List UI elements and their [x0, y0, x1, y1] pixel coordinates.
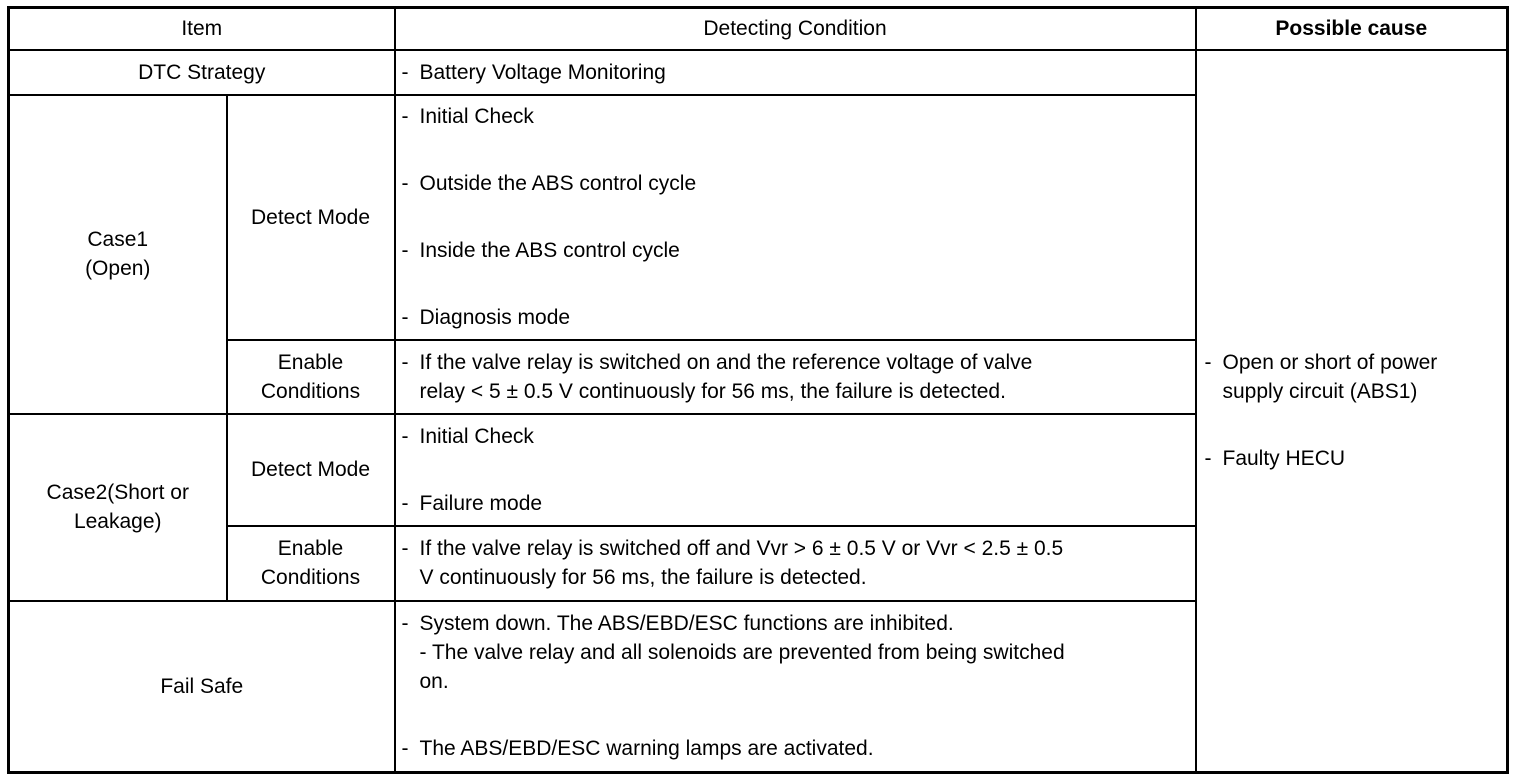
dtc-strategy-condition: -Battery Voltage Monitoring — [393, 48, 1197, 96]
bullet-dash: - — [401, 736, 409, 760]
case2-enable-conditions-text: -If the valve relay is switched off and … — [393, 524, 1197, 602]
case2-mode-item: Failure mode — [419, 491, 543, 515]
bullet-dash: - — [1204, 447, 1212, 471]
case1-label-line2: (Open) — [85, 257, 151, 280]
dtc-strategy-label: DTC Strategy — [7, 48, 396, 96]
bullet-dash: - — [401, 424, 409, 448]
case2-enable-line1: If the valve relay is switched off and V… — [419, 537, 1064, 560]
row-case1-detect-mode: Case1 (Open) Detect Mode -Initial Check … — [7, 93, 1508, 415]
fail-safe-line3: on. — [419, 669, 449, 693]
fail-safe-line4: The ABS/EBD/ESC warning lamps are activa… — [419, 736, 874, 760]
enable-label-line2: Conditions — [260, 566, 361, 589]
row-case2-enable-conditions: Enable Conditions -If the valve relay is… — [9, 524, 1508, 602]
dtc-spec-sheet: Item Detecting Condition Possible cause … — [7, 6, 1509, 774]
case1-mode-item: Diagnosis mode — [419, 306, 571, 329]
row-dtc-strategy: DTC Strategy -Battery Voltage Monitoring… — [7, 48, 1509, 774]
case2-label-line2: Leakage) — [73, 510, 162, 533]
case1-detect-mode-conditions: -Initial Check -Outside the ABS control … — [393, 93, 1197, 341]
case2-detect-mode-conditions: -Initial Check -Failure mode — [393, 412, 1197, 527]
case1-label-line1: Case1 — [87, 228, 149, 251]
row-fail-safe: Fail Safe -System down. The ABS/EBD/ESC … — [7, 599, 1508, 774]
fail-safe-line1: System down. The ABS/EBD/ESC functions a… — [419, 611, 954, 635]
cause-open-short-line2: supply circuit (ABS1) — [1222, 380, 1418, 404]
case1-mode-item: Outside the ABS control cycle — [419, 172, 697, 195]
case2-detect-mode-label: Detect Mode — [225, 412, 396, 527]
fail-safe-label: Fail Safe — [7, 599, 396, 774]
dtc-strategy-condition-text: Battery Voltage Monitoring — [419, 60, 666, 84]
cause-faulty-hecu: -Faulty HECU — [1205, 444, 1499, 473]
bullet-dash: - — [401, 537, 409, 560]
fail-safe-line2: - The valve relay and all solenoids are … — [419, 640, 1065, 664]
dtc-spec-table: Item Detecting Condition Possible cause … — [7, 6, 1509, 774]
cause-open-short: -Open or short of power — [1205, 348, 1499, 377]
header-detecting-condition: Detecting Condition — [393, 6, 1197, 51]
header-item: Item — [7, 6, 396, 51]
bullet-dash: - — [401, 60, 409, 84]
case2-enable-line2: V continuously for 56 ms, the failure is… — [419, 566, 867, 589]
possible-cause-cell: -Open or short of power supply circuit (… — [1194, 48, 1509, 774]
case1-mode-item: Inside the ABS control cycle — [419, 239, 680, 262]
fail-safe-conditions: -System down. The ABS/EBD/ESC functions … — [393, 599, 1197, 774]
bullet-dash: - — [401, 239, 409, 262]
bullet-dash: - — [401, 306, 409, 329]
case2-label: Case2(Short or Leakage) — [7, 412, 228, 602]
case1-label: Case1 (Open) — [7, 93, 228, 415]
case1-enable-line1: If the valve relay is switched on and th… — [419, 350, 1033, 374]
enable-label-line1: Enable — [277, 350, 344, 374]
case1-enable-conditions-text: -If the valve relay is switched on and t… — [393, 338, 1197, 415]
case2-label-line1: Case2(Short or — [46, 481, 189, 504]
header-row: Item Detecting Condition Possible cause — [7, 6, 1509, 51]
case1-detect-mode-label: Detect Mode — [225, 93, 396, 341]
case2-mode-item: Initial Check — [419, 424, 534, 448]
cause-faulty-hecu-text: Faulty HECU — [1222, 447, 1346, 471]
case1-enable-conditions-label: Enable Conditions — [225, 338, 396, 415]
case1-mode-item: Initial Check — [419, 105, 534, 128]
cause-open-short-line1: Open or short of power — [1222, 351, 1438, 375]
case2-enable-conditions-label: Enable Conditions — [225, 524, 396, 602]
bullet-dash: - — [401, 350, 409, 374]
bullet-dash: - — [401, 105, 409, 128]
bullet-dash: - — [401, 491, 409, 515]
enable-label-line2: Conditions — [260, 379, 361, 403]
bullet-dash: - — [1204, 351, 1212, 375]
case1-enable-line2: relay < 5 ± 0.5 V continuously for 56 ms… — [419, 379, 1006, 403]
header-possible-cause: Possible cause — [1194, 6, 1509, 51]
row-case2-detect-mode: Case2(Short or Leakage) Detect Mode -Ini… — [7, 412, 1508, 602]
bullet-dash: - — [401, 172, 409, 195]
row-case1-enable-conditions: Enable Conditions -If the valve relay is… — [9, 338, 1508, 415]
enable-label-line1: Enable — [277, 537, 344, 560]
bullet-dash: - — [401, 611, 409, 635]
